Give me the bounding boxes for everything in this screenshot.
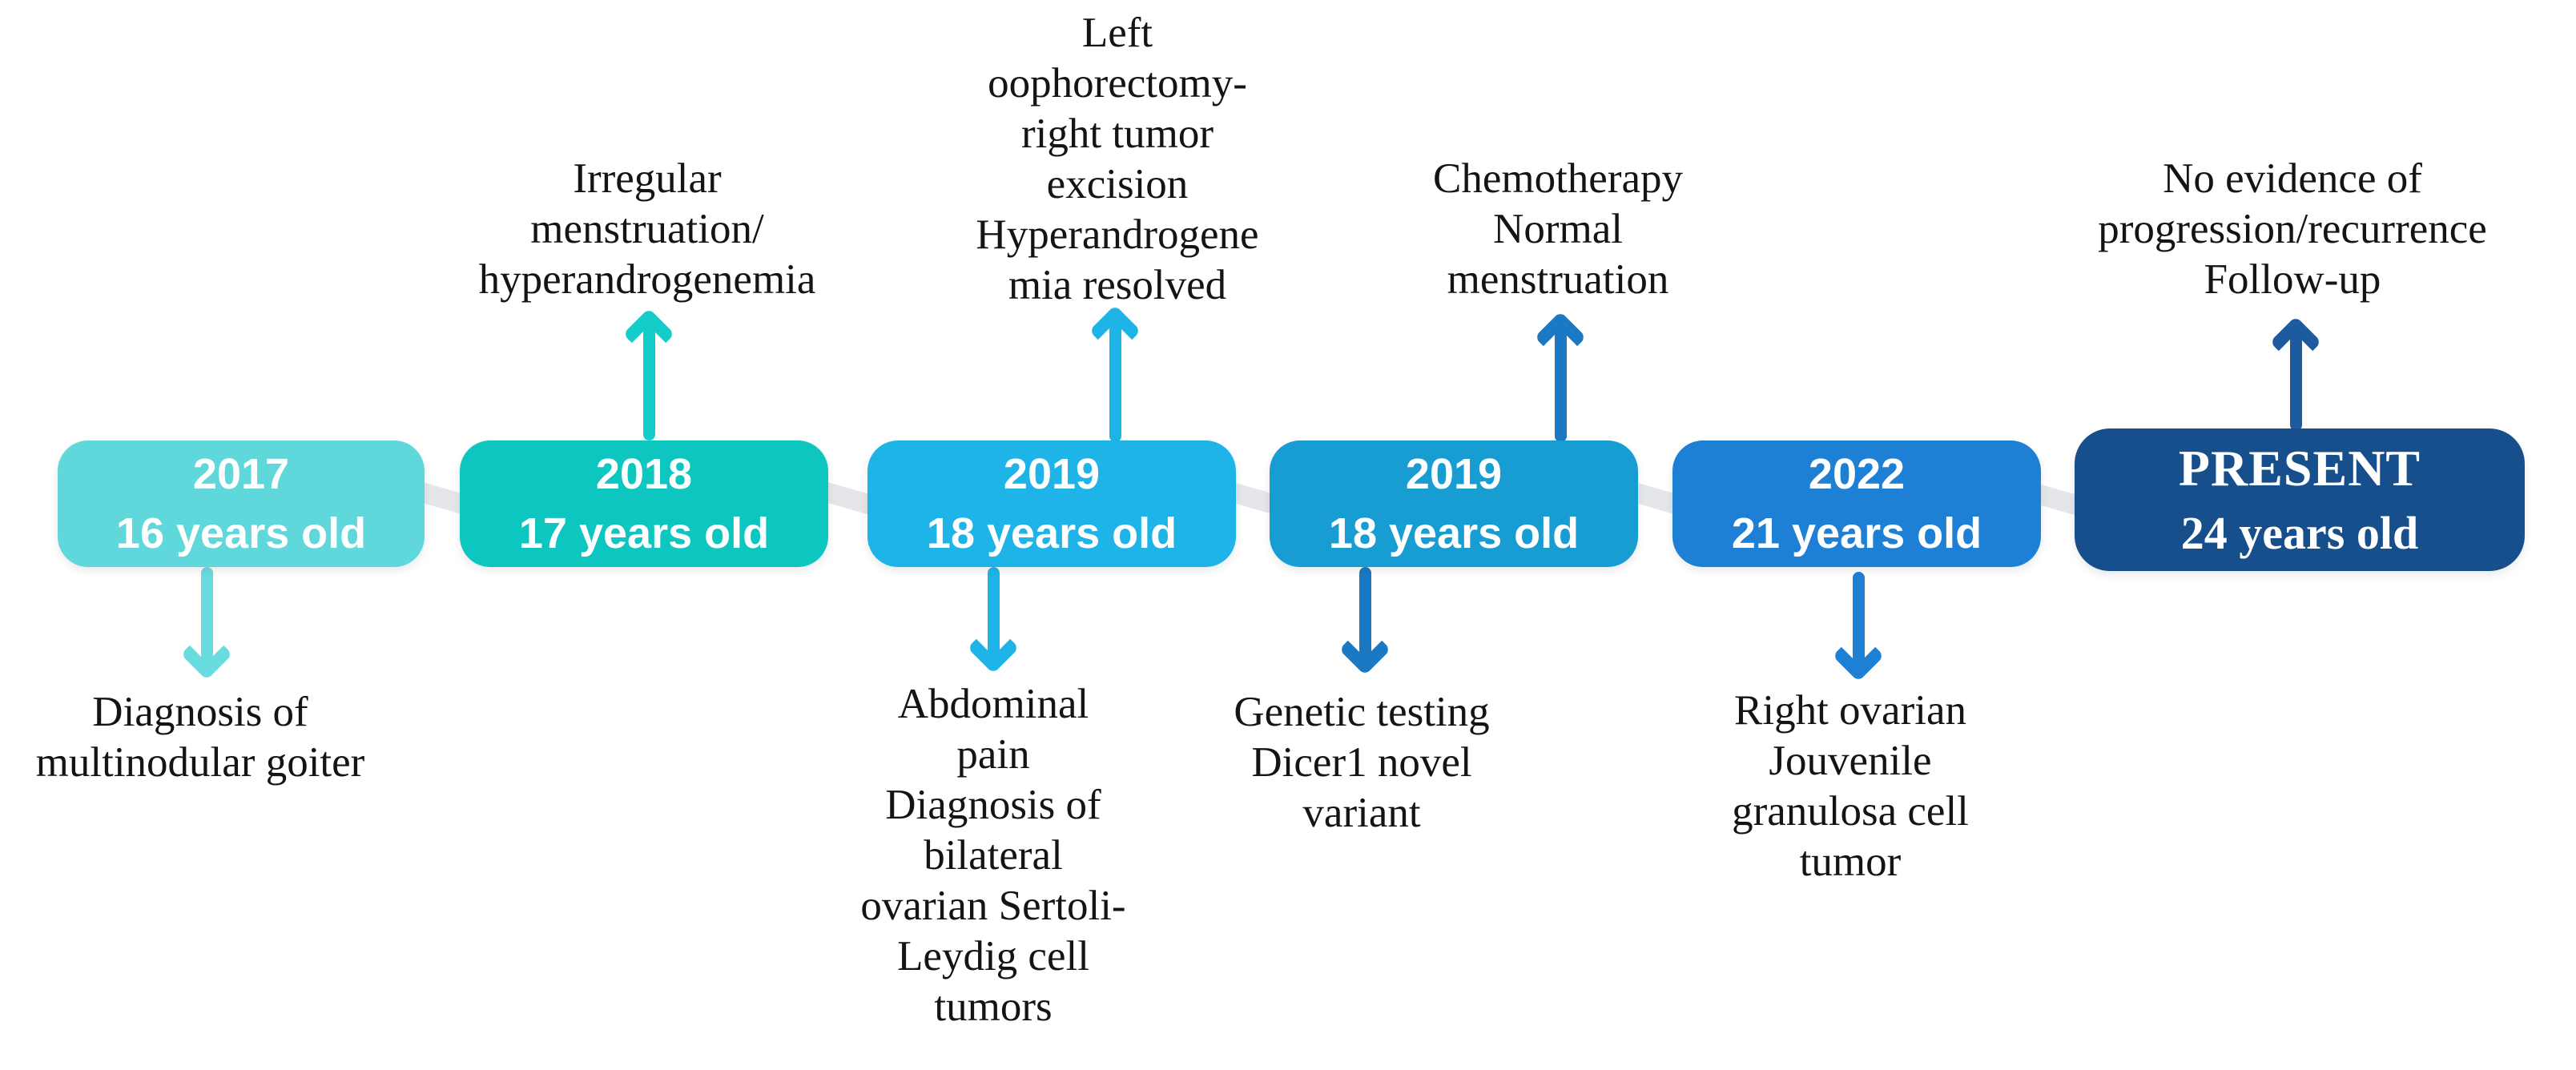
event-year: 2018 <box>595 450 693 498</box>
arrow-shaft <box>2289 332 2302 431</box>
arrow-shaft <box>987 567 1000 658</box>
event-age: 17 years old <box>518 509 770 557</box>
arrow-head <box>2269 316 2322 368</box>
note-left-oophorectomy: Left oophorectomy- right tumor excision … <box>976 10 1259 308</box>
arrow-shaft <box>642 324 655 440</box>
arrow-head <box>1534 311 1587 364</box>
event-year: 2017 <box>192 450 290 498</box>
event-age: 24 years old <box>2180 507 2419 559</box>
note-diagnosis-multinodular-goiter: Diagnosis of multinodular goiter <box>35 689 365 786</box>
note-no-evidence-progression: No evidence of progression/recurrence Fo… <box>2098 155 2487 303</box>
event-year: 2019 <box>1405 450 1503 498</box>
arrow-head <box>967 621 1020 674</box>
event-box-2018: 2018 17 years old <box>460 440 828 567</box>
arrow-shaft <box>1852 572 1865 666</box>
arrow-head <box>1338 623 1391 676</box>
event-year: PRESENT <box>2178 440 2421 497</box>
arrow-shaft <box>200 567 213 665</box>
arrow-shaft <box>1554 327 1567 442</box>
event-box-2022: 2022 21 years old <box>1672 440 2041 567</box>
event-year: 2022 <box>1808 450 1906 498</box>
arrow-shaft <box>1358 567 1371 660</box>
note-genetic-testing-dicer1: Genetic testing Dicer1 novel variant <box>1234 689 1490 836</box>
event-box-present: PRESENT 24 years old <box>2075 428 2525 571</box>
note-abdominal-pain-sertoli-leydig: Abdominal pain Diagnosis of bilateral ov… <box>860 681 1126 1030</box>
arrow-head <box>1832 630 1885 682</box>
event-box-2019-first: 2019 18 years old <box>867 440 1236 567</box>
event-age: 18 years old <box>1328 509 1580 557</box>
arrow-shaft <box>1109 320 1121 442</box>
event-box-2017: 2017 16 years old <box>58 440 425 567</box>
note-irregular-menstruation: Irregular menstruation/ hyperandrogenemi… <box>478 155 816 303</box>
event-box-2019-second: 2019 18 years old <box>1270 440 1638 567</box>
event-age: 18 years old <box>926 509 1177 557</box>
note-right-ovarian-granulosa-tumor: Right ovarian Jouvenile granulosa cell t… <box>1732 687 1969 885</box>
note-chemotherapy-normal-menstruation: Chemotherapy Normal menstruation <box>1432 155 1684 303</box>
arrow-head <box>1089 304 1141 357</box>
arrow-head <box>180 628 233 681</box>
event-age: 16 years old <box>115 509 367 557</box>
arrow-head <box>622 308 675 360</box>
event-year: 2019 <box>1003 450 1101 498</box>
event-age: 21 years old <box>1731 509 1982 557</box>
